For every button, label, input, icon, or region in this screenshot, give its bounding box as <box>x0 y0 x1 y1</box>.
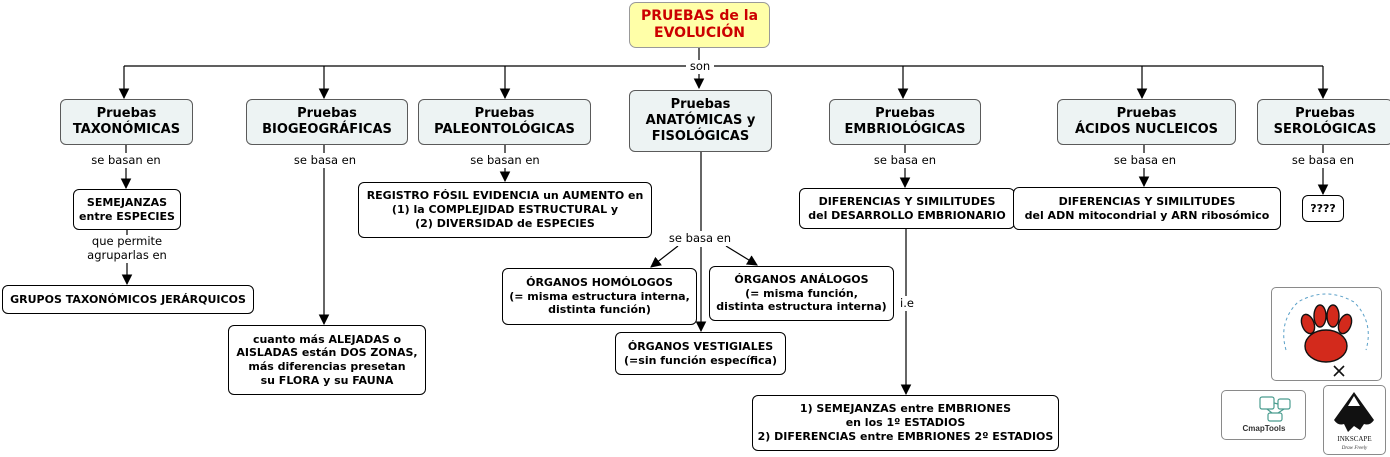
root-concept[interactable]: PRUEBAS de la EVOLUCIÓN <box>629 2 770 48</box>
concept-organos-homologos[interactable]: ÓRGANOS HOMÓLOGOS (= misma estructura in… <box>502 268 697 325</box>
concept-zonas-aisladas[interactable]: cuanto más ALEJADAS o AISLADAS están DOS… <box>228 325 426 395</box>
category-taxonomicas[interactable]: Pruebas TAXONÓMICAS <box>60 99 193 145</box>
link-paleontologicas: se basan en <box>467 153 543 168</box>
category-acidos-nucleicos[interactable]: Pruebas ÁCIDOS NUCLEICOS <box>1057 99 1236 145</box>
concept-semejanzas-embriones[interactable]: 1) SEMEJANZAS entre EMBRIONES en los 1º … <box>752 395 1059 451</box>
cmaptools-logo: CmapTools <box>1221 390 1306 440</box>
concept-organos-vestigiales[interactable]: ÓRGANOS VESTIGIALES (=sin función especí… <box>615 332 786 375</box>
link-serologicas: se basa en <box>1290 153 1356 168</box>
inkscape-logo: INKSCAPE Draw Freely <box>1323 385 1386 455</box>
link-taxonomicas-2: que permite agruparlas en <box>83 234 171 263</box>
concept-registro-fosil[interactable]: REGISTRO FÓSIL EVIDENCIA un AUMENTO en (… <box>358 182 652 238</box>
concept-unknown[interactable]: ???? <box>1302 195 1344 222</box>
link-taxonomicas: se basan en <box>88 153 164 168</box>
link-embriologicas-ie: i.e <box>897 296 917 311</box>
cmaptools-wordmark: CmapTools <box>1243 424 1287 433</box>
link-anatomicas: se basa en <box>667 231 733 246</box>
link-biogeograficas: se basa en <box>292 153 358 168</box>
concept-desarrollo-embrionario[interactable]: DIFERENCIAS Y SIMILITUDES del DESARROLLO… <box>799 188 1015 229</box>
inkscape-tagline: Draw Freely <box>1341 446 1368 451</box>
category-serologicas[interactable]: Pruebas SEROLÓGICAS <box>1257 99 1390 145</box>
concept-grupos-taxonomicos[interactable]: GRUPOS TAXONÓMICOS JERÁRQUICOS <box>2 285 254 314</box>
category-anatomicas[interactable]: Pruebas ANATÓMICAS y FISOLÓGICAS <box>629 90 772 152</box>
inkscape-wordmark: INKSCAPE <box>1337 435 1371 443</box>
cmaptools-icon: CmapTools <box>1243 396 1291 433</box>
link-embriologicas: se basa en <box>872 153 938 168</box>
category-biogeograficas[interactable]: Pruebas BIOGEOGRÁFICAS <box>246 99 408 145</box>
concept-organos-analogos[interactable]: ÓRGANOS ANÁLOGOS (= misma función, disti… <box>709 266 894 321</box>
category-embriologicas[interactable]: Pruebas EMBRIOLÓGICAS <box>829 99 981 145</box>
link-son: son <box>686 59 714 74</box>
category-paleontologicas[interactable]: Pruebas PALEONTOLÓGICAS <box>418 99 591 145</box>
paw-icon <box>1283 293 1369 377</box>
concept-semejanzas-especies[interactable]: SEMEJANZAS entre ESPECIES <box>73 189 181 230</box>
concept-adn-arn[interactable]: DIFERENCIAS Y SIMILITUDES del ADN mitoco… <box>1013 187 1281 230</box>
link-acidos: se basa en <box>1112 153 1178 168</box>
maestro-naturales-logo <box>1271 287 1382 381</box>
inkscape-icon: INKSCAPE Draw Freely <box>1326 388 1383 452</box>
